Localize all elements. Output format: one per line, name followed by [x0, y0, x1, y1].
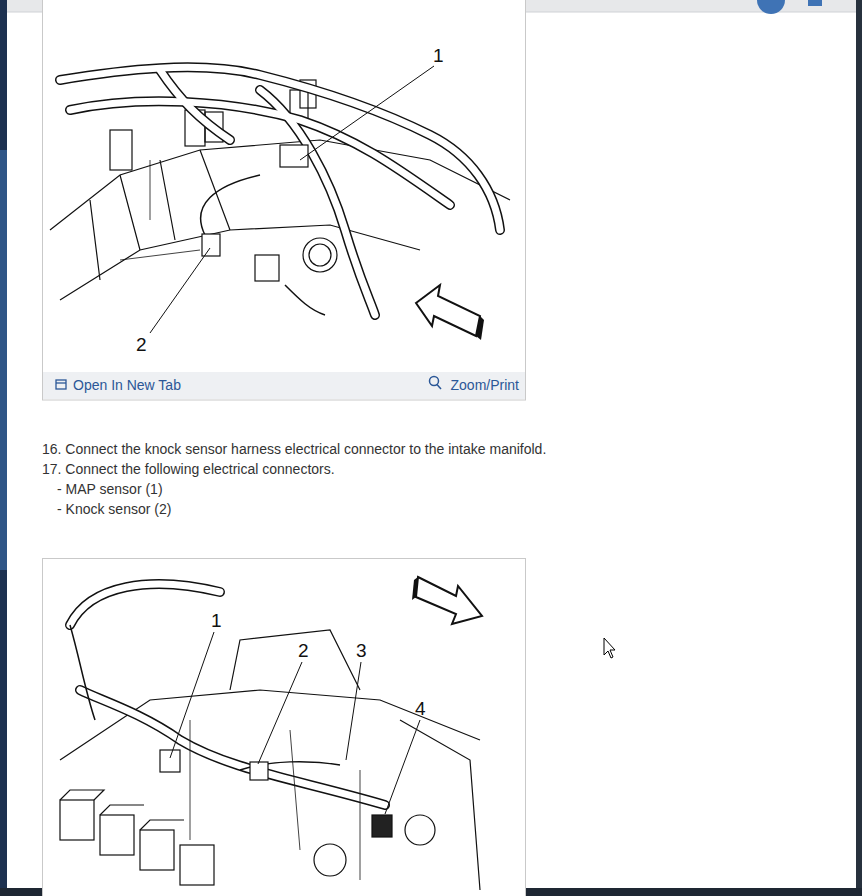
callout-number: 3	[356, 640, 367, 662]
engine-illustration	[50, 67, 510, 315]
leader-line	[170, 632, 214, 758]
figure-frame	[43, 559, 526, 896]
zoom-icon	[430, 377, 442, 390]
leader-line	[258, 662, 302, 764]
engine-illustration	[60, 584, 480, 890]
instruction-step: 16. Connect the knock sensor harness ele…	[42, 441, 546, 457]
callout-number: 4	[415, 698, 426, 720]
leader-line	[346, 662, 361, 760]
bullet-item: - Knock sensor (2)	[57, 501, 171, 517]
leader-line	[150, 248, 210, 333]
view-arrow	[416, 577, 482, 624]
bullet-item: - MAP sensor (1)	[57, 481, 163, 497]
button-label: Zoom/Print	[451, 377, 519, 393]
view-arrow	[416, 285, 480, 336]
callout-number: 1	[211, 610, 222, 632]
mouse-cursor	[604, 638, 615, 658]
open-tab-icon	[56, 380, 66, 389]
account-icon	[757, 0, 785, 14]
callout-number: 2	[298, 640, 309, 662]
figure-frame	[43, 0, 526, 400]
figure-toolbar	[43, 372, 525, 399]
window-edge	[0, 0, 7, 896]
leader-line	[300, 66, 434, 160]
callout-number: 1	[433, 45, 444, 67]
button-label: Open In New Tab	[73, 377, 181, 393]
callout-number: 2	[136, 334, 147, 356]
instruction-step: 17. Connect the following electrical con…	[42, 461, 335, 477]
window-edge	[856, 0, 862, 896]
toolbar-icon	[808, 0, 822, 6]
leader-line	[385, 720, 420, 814]
